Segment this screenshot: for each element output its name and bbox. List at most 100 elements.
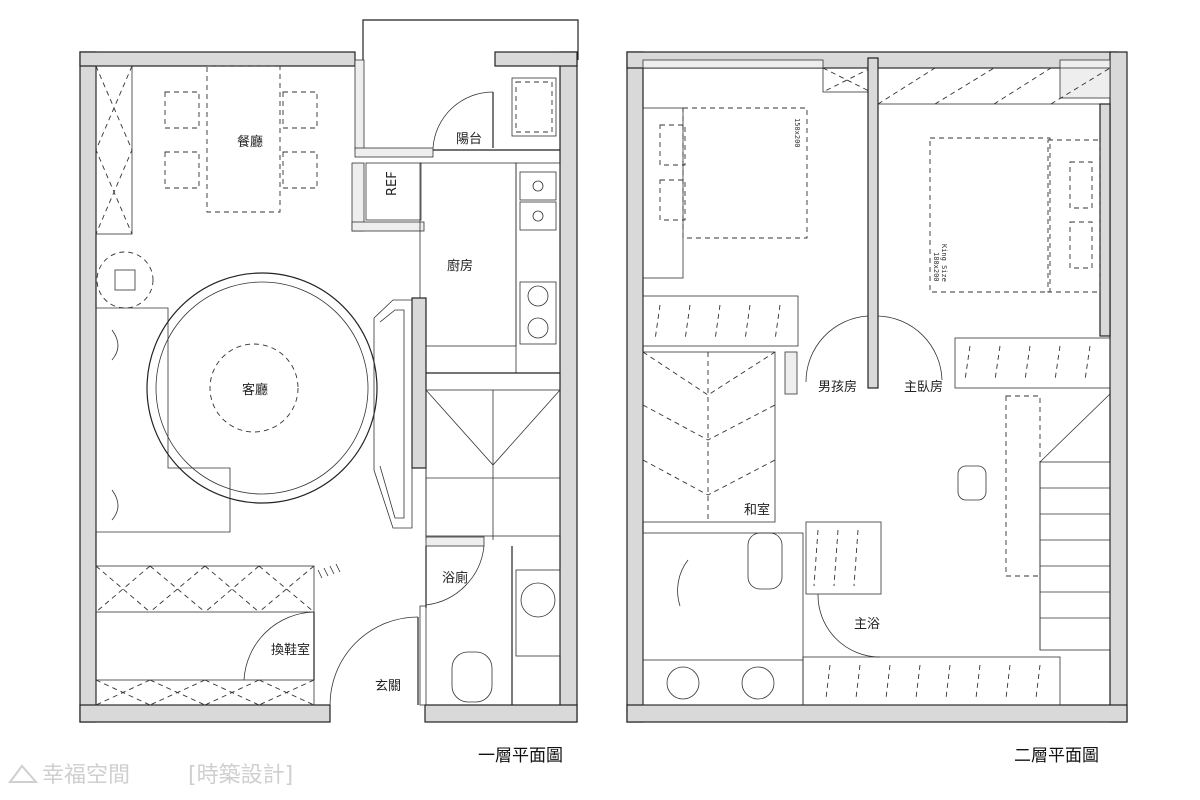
- house-logo-icon: [8, 764, 39, 783]
- floor1-chair-1: [164, 91, 200, 129]
- floor1-sink-1: [519, 171, 557, 201]
- floor2-master-bed: [929, 137, 1051, 293]
- floor2-desk-chair: [957, 465, 987, 501]
- floor2-stairs: [1039, 461, 1111, 651]
- floor1-bath-basin: [520, 582, 556, 618]
- floor2-storage-master: [954, 337, 1111, 389]
- floor2-storage-master-lines: [964, 345, 1091, 381]
- king-size-dims: 180x200: [932, 252, 940, 282]
- floor1-wall-bottom-right: [424, 704, 578, 723]
- floor1-sofa-pillows: [111, 329, 119, 521]
- floor2-boys-pillow-2: [659, 179, 686, 221]
- floor1-plan: [79, 19, 579, 723]
- floor2-wall-right: [1109, 51, 1128, 723]
- floor1-sink-2: [519, 201, 557, 231]
- floor1-stairs-ledge: [425, 536, 485, 547]
- floor2-toilet: [747, 532, 783, 590]
- floor2-stair-treads: [1040, 487, 1110, 619]
- floor1-dining-cabinet-x: [95, 65, 133, 235]
- floor2-tatami-room: [642, 351, 776, 523]
- floor1-bath-vanity: [515, 569, 561, 657]
- floor1-balcony-appliance: [511, 77, 557, 137]
- floor1-balcony-door-swing: [432, 91, 494, 149]
- floor1-stove: [519, 281, 557, 345]
- floor1-wall-bottom-left: [79, 704, 331, 723]
- floor1-ref-wall: [351, 162, 365, 232]
- floor2-basin-2: [741, 666, 775, 700]
- floor2-bath-storage-lines: [825, 664, 1041, 699]
- floor2-boys-door-swing: [805, 315, 869, 383]
- floor1-toilet: [451, 651, 493, 703]
- king-size-label: King Size: [940, 244, 948, 282]
- floor1-umbrella-stand: [317, 563, 341, 579]
- boys-bed-size: 150x200: [793, 118, 801, 148]
- floor2-master-door-swing: [877, 315, 943, 381]
- floor2-wall-bottom: [626, 704, 1128, 723]
- entrance-label: 玄關: [375, 679, 401, 694]
- kitchen-label: 廚房: [447, 258, 473, 274]
- floor1-coffee-table: [209, 343, 299, 433]
- floor2-bath-door-swing: [817, 593, 881, 658]
- floor2-boys-pillow-1: [659, 124, 686, 166]
- floor2-bath-storage: [802, 656, 1061, 706]
- floor1-entrance-jamb: [419, 605, 427, 706]
- floor2-master-pillow-2: [1069, 221, 1093, 269]
- floor2-top-right-speck: [1059, 59, 1111, 99]
- floor1-plant-box: [114, 269, 136, 291]
- floor1-kitchen-partition: [411, 297, 427, 469]
- floor1-round-rug-inner: [155, 281, 369, 495]
- floor1-sink-1-drain: [532, 180, 544, 192]
- watermark-brand: 幸福空間: [42, 763, 130, 788]
- floor1-balcony-appliance-inner: [515, 81, 553, 133]
- floor2-bath-cabinet-lines: [813, 529, 859, 587]
- master-bath-label: 主浴: [854, 617, 880, 632]
- floor2-bath-area: [642, 532, 804, 706]
- floor2-master-bed-head: [1047, 139, 1101, 293]
- floor1-kitchen-counter: [515, 162, 561, 374]
- living-label: 客廳: [242, 382, 268, 398]
- master-bedroom-label: 主臥房: [904, 379, 943, 395]
- balcony-label: 陽台: [456, 132, 482, 147]
- floor2-basin-1: [666, 666, 700, 700]
- floor1-burner-2: [527, 317, 549, 339]
- floor1-shoe-cabinet-top: [95, 565, 315, 613]
- floor1-tv-wall-inner: [379, 309, 405, 519]
- floor1-wall-right: [559, 51, 578, 723]
- floor2-tatami-speck: [784, 351, 798, 395]
- floor1-shoe-cabinet-top-x: [95, 565, 315, 613]
- floor1-chair-3: [282, 91, 318, 129]
- floor2-closet-top-x: [822, 67, 872, 93]
- floor2-wall-left: [626, 51, 644, 723]
- floor1-burner-1: [527, 285, 549, 307]
- floor1-balcony-outline: [362, 19, 579, 60]
- floor2-tatami-lines: [642, 351, 776, 522]
- floor1-ref: [365, 162, 422, 221]
- bath-label: 浴廁: [442, 570, 468, 586]
- boys-room-label: 男孩房: [818, 379, 857, 395]
- ref-label: REF: [385, 171, 400, 196]
- floor1-kitchen-room: [419, 162, 517, 347]
- floor2-plan: [626, 51, 1128, 723]
- floor2-master-headwall: [1099, 103, 1111, 337]
- floor1-round-rug-outer: [146, 272, 378, 504]
- floor2-title: 二層平面圖: [1014, 746, 1099, 766]
- shoe-room-label: 換鞋室: [271, 642, 310, 658]
- floor1-tv-wall: [373, 299, 413, 529]
- floor1-dining-table: [206, 65, 281, 213]
- floor2-storage-upper: [642, 295, 799, 347]
- dining-label: 餐廳: [237, 134, 263, 150]
- floor1-chair-4: [282, 151, 318, 189]
- floor1-title: 一層平面圖: [478, 746, 563, 766]
- floor1-chair-2: [164, 151, 200, 189]
- floor2-top-speck: [642, 59, 824, 69]
- floor1-bath-door-swing: [425, 545, 485, 606]
- floor2-master-pillow-1: [1069, 161, 1093, 209]
- floor1-shoe-cabinet-bottom: [95, 679, 315, 706]
- floor1-sink-2-drain: [532, 210, 544, 222]
- floor1-wall-top-right: [494, 51, 578, 67]
- floor2-desk: [1005, 395, 1041, 577]
- floor1-plant-circle: [96, 251, 154, 309]
- floor1-shoe-room-door-swing: [243, 611, 315, 681]
- floor1-balcony-ledge: [354, 147, 434, 158]
